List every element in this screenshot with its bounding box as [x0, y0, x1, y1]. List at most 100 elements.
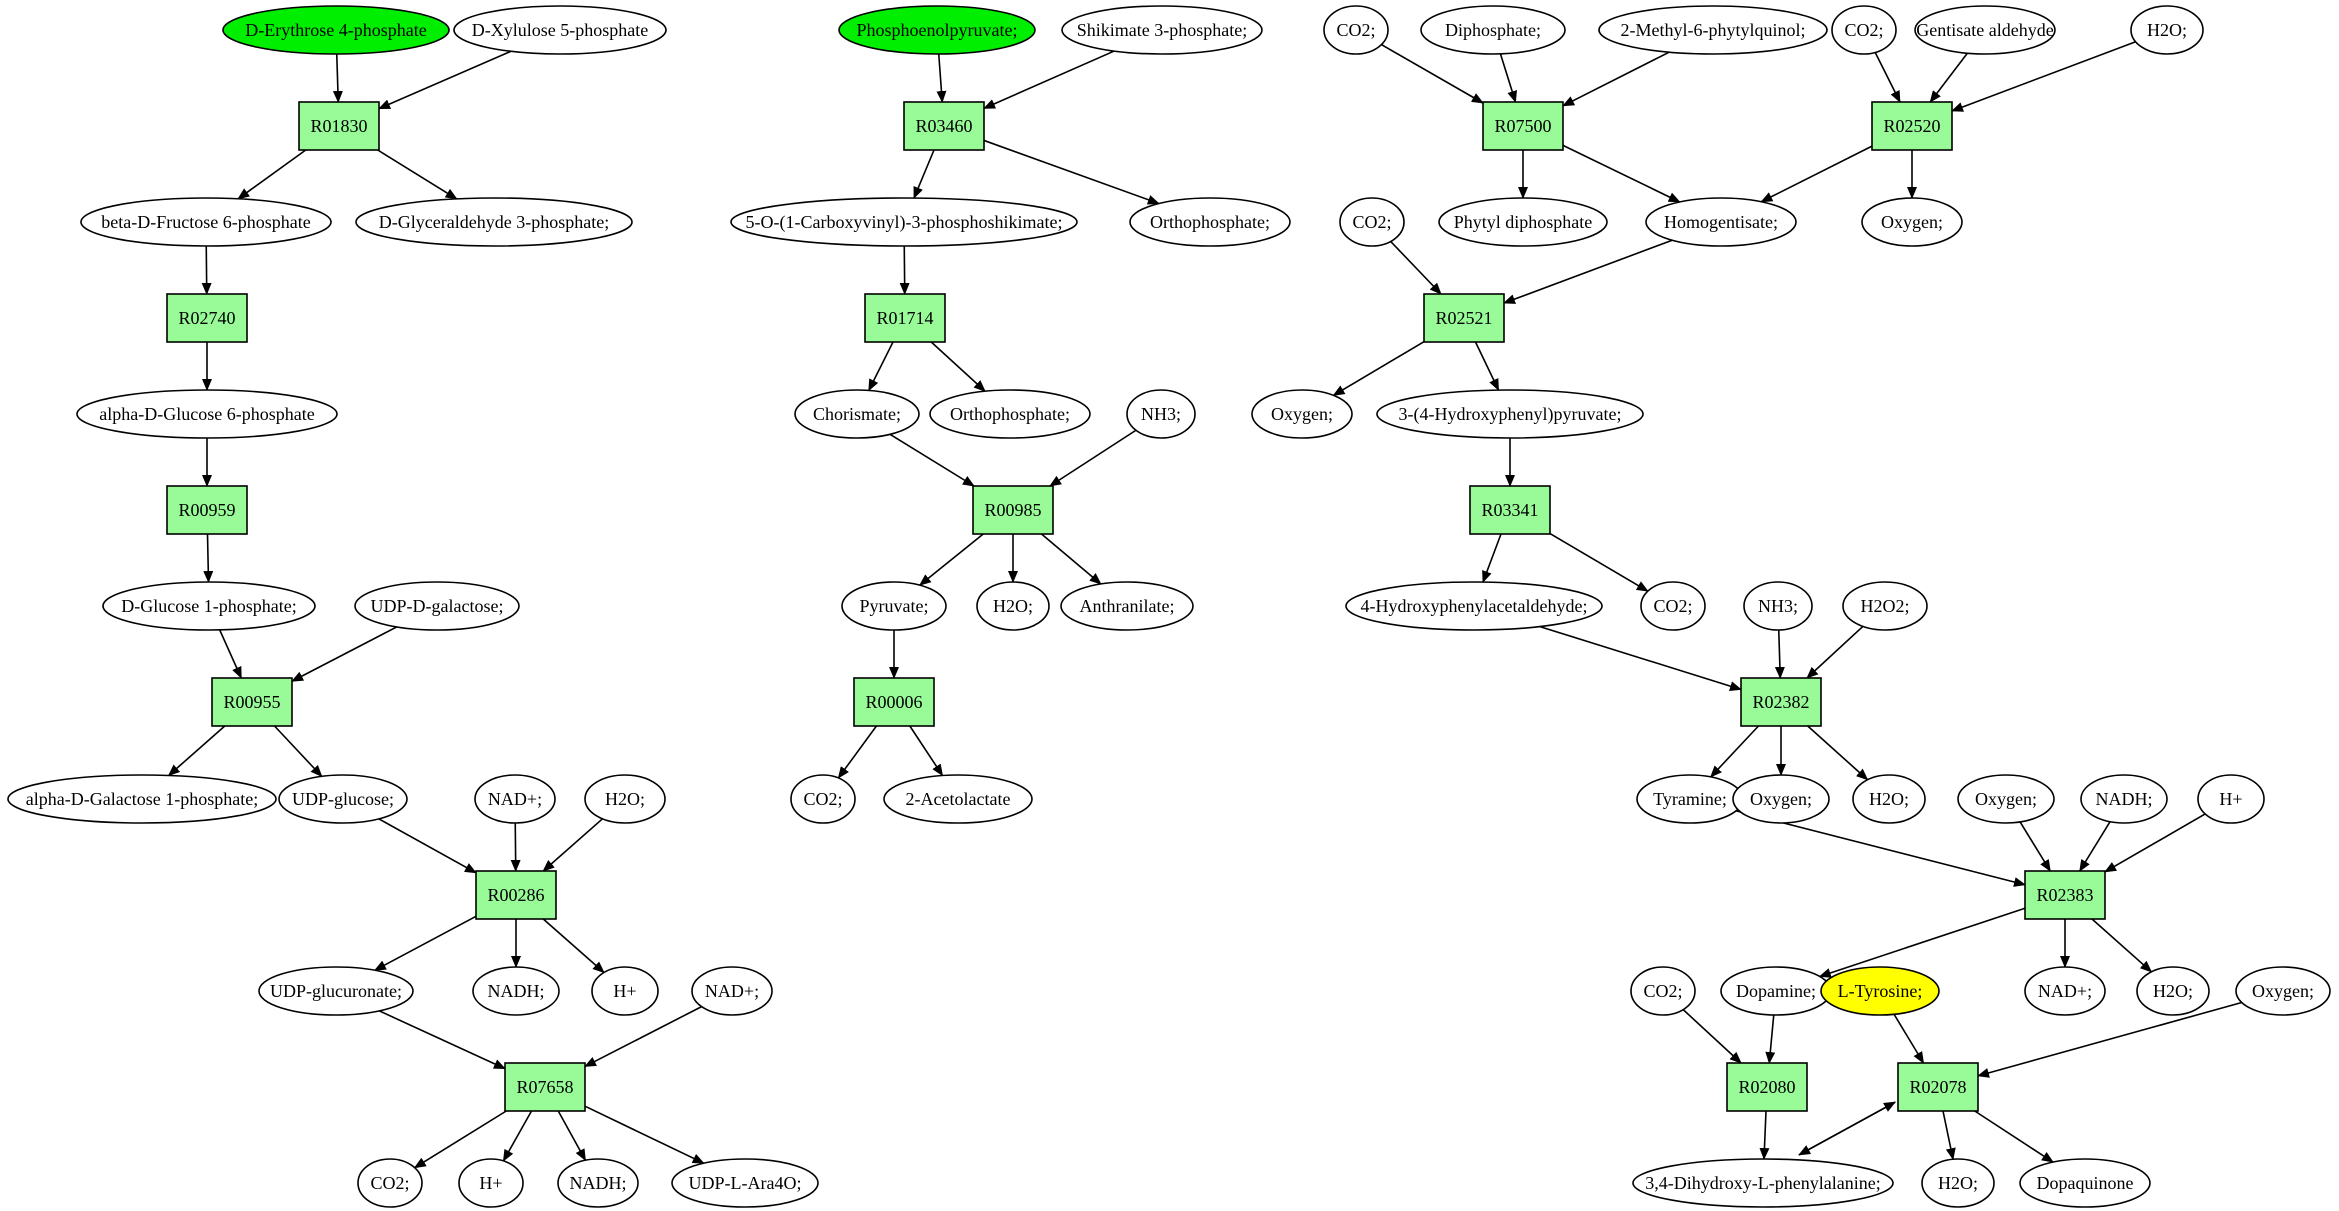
compound-ellipse	[355, 197, 633, 247]
node-label: H2O;	[993, 596, 1033, 616]
edge-r16-c55	[1818, 907, 2026, 978]
compound-ellipse	[102, 581, 316, 631]
compound-node-c54: CO2;	[1630, 966, 1696, 1016]
compound-node-c1: D-Erythrose 4-phosphate	[222, 5, 450, 55]
node-label: NH3;	[1758, 596, 1798, 616]
compound-node-c36: CO2;	[1831, 5, 1897, 55]
compound-ellipse	[591, 966, 659, 1016]
reaction-node-r1: R01830	[298, 101, 380, 151]
node-label: Oxygen;	[1271, 404, 1333, 424]
compound-ellipse	[1630, 966, 1696, 1016]
compound-node-c5: alpha-D-Glucose 6-phosphate	[76, 389, 338, 439]
compound-ellipse	[1852, 774, 1926, 824]
node-label: D-Erythrose 4-phosphate	[245, 20, 426, 40]
compound-ellipse	[1831, 5, 1897, 55]
compound-node-c11: H2O;	[584, 774, 666, 824]
compound-node-c6: D-Glucose 1-phosphate;	[102, 581, 316, 631]
edge-r4-c8	[167, 725, 226, 777]
node-label: H2O;	[605, 789, 645, 809]
compound-node-c21: Shikimate 3-phosphate;	[1061, 5, 1263, 55]
compound-node-c22: 5-O-(1-Carboxyvinyl)-3-phosphoshikimate;	[730, 197, 1078, 247]
node-label: CO2;	[1336, 20, 1375, 40]
node-label: NADH;	[570, 1173, 627, 1193]
edge-c51-r16	[2019, 821, 2051, 872]
compound-ellipse	[584, 774, 666, 824]
compound-ellipse	[1420, 5, 1566, 55]
compound-ellipse	[1061, 5, 1263, 55]
reaction-box	[475, 870, 557, 920]
node-label: H2O;	[1869, 789, 1909, 809]
edge-r4-c9	[273, 725, 323, 778]
compound-node-c8: alpha-D-Galactose 1-phosphate;	[7, 774, 277, 824]
compound-ellipse	[929, 389, 1091, 439]
compound-node-c48: Tyramine;	[1636, 774, 1744, 824]
edge-c33-r11	[1499, 53, 1517, 103]
compound-ellipse	[357, 1158, 423, 1208]
reaction-box	[972, 485, 1054, 535]
node-label: NAD+;	[705, 981, 759, 1001]
reaction-node-r11: R07500	[1482, 101, 1564, 151]
compound-ellipse	[2019, 1158, 2151, 1208]
compound-node-c7: UDP-D-galactose;	[354, 581, 520, 631]
node-label: D-Glucose 1-phosphate;	[121, 596, 296, 616]
compound-node-c3: beta-D-Fructose 6-phosphate	[80, 197, 332, 247]
edge-r5-c12	[373, 915, 477, 971]
compound-ellipse	[1598, 5, 1828, 55]
edge-r14-c44	[1482, 533, 1502, 583]
compound-node-c4: D-Glyceraldehyde 3-phosphate;	[355, 197, 633, 247]
compound-node-c58: H2O;	[2136, 966, 2210, 1016]
node-label: Oxygen;	[1750, 789, 1812, 809]
node-label: H2O2;	[1861, 596, 1910, 616]
compound-ellipse	[354, 581, 520, 631]
node-label: 3,4-Dihydroxy-L-phenylalanine;	[1645, 1173, 1880, 1193]
edge-c2-r1	[378, 50, 512, 110]
edge-r1-c3	[237, 149, 307, 200]
compound-ellipse	[557, 1158, 639, 1208]
node-label: R00955	[223, 692, 280, 712]
compound-node-c35: Phytyl diphosphate	[1438, 197, 1608, 247]
node-label: R00006	[865, 692, 922, 712]
edge-r12-c39	[1760, 145, 1873, 203]
node-label: NAD+;	[2038, 981, 2092, 1001]
compound-node-c55: Dopamine;	[1720, 966, 1832, 1016]
compound-ellipse	[1861, 197, 1963, 247]
compound-node-c62: Dopaquinone	[2019, 1158, 2151, 1208]
reaction-node-r10: R00006	[853, 677, 935, 727]
compound-ellipse	[1957, 774, 2055, 824]
compound-ellipse	[1842, 581, 1928, 631]
node-label: Phosphoenolpyruvate;	[857, 20, 1018, 40]
compound-ellipse	[1376, 389, 1644, 439]
edge-r6-c17	[502, 1110, 533, 1162]
compound-node-c24: Chorismate;	[794, 389, 920, 439]
node-label: beta-D-Fructose 6-phosphate	[101, 212, 310, 232]
edge-c60-r18	[1798, 1101, 1896, 1156]
compound-ellipse	[453, 5, 667, 55]
edge-c46-r15	[1774, 629, 1785, 679]
compound-ellipse	[1251, 389, 1353, 439]
compound-node-c49: Oxygen;	[1732, 774, 1830, 824]
compound-ellipse	[1632, 1158, 1894, 1208]
node-label: CO2;	[370, 1173, 409, 1193]
node-label: H+	[613, 981, 636, 1001]
compound-ellipse	[1914, 5, 2056, 55]
reaction-node-r16: R02383	[2024, 870, 2106, 920]
compound-node-c57: NAD+;	[2024, 966, 2106, 1016]
edge-c26-r9	[1049, 429, 1137, 487]
node-label: NADH;	[2096, 789, 2153, 809]
reaction-node-r5: R00286	[475, 870, 557, 920]
node-label: Diphosphate;	[1445, 20, 1541, 40]
compound-ellipse	[258, 966, 414, 1016]
reaction-box	[1871, 101, 1953, 151]
node-label: 4-Hydroxyphenylacetaldehyde;	[1361, 596, 1588, 616]
compound-node-c44: 4-Hydroxyphenylacetaldehyde;	[1345, 581, 1603, 631]
compound-ellipse	[2080, 774, 2168, 824]
compound-node-c38: H2O;	[2130, 5, 2204, 55]
node-label: R02520	[1883, 116, 1940, 136]
edge-r13-c43	[1474, 341, 1500, 391]
edge-c24-r9	[889, 433, 975, 487]
compound-node-c12: UDP-glucuronate;	[258, 966, 414, 1016]
edge-r8-c25	[930, 341, 986, 392]
reaction-box	[853, 677, 935, 727]
reaction-node-r4: R00955	[211, 677, 293, 727]
reaction-node-r12: R02520	[1871, 101, 1953, 151]
